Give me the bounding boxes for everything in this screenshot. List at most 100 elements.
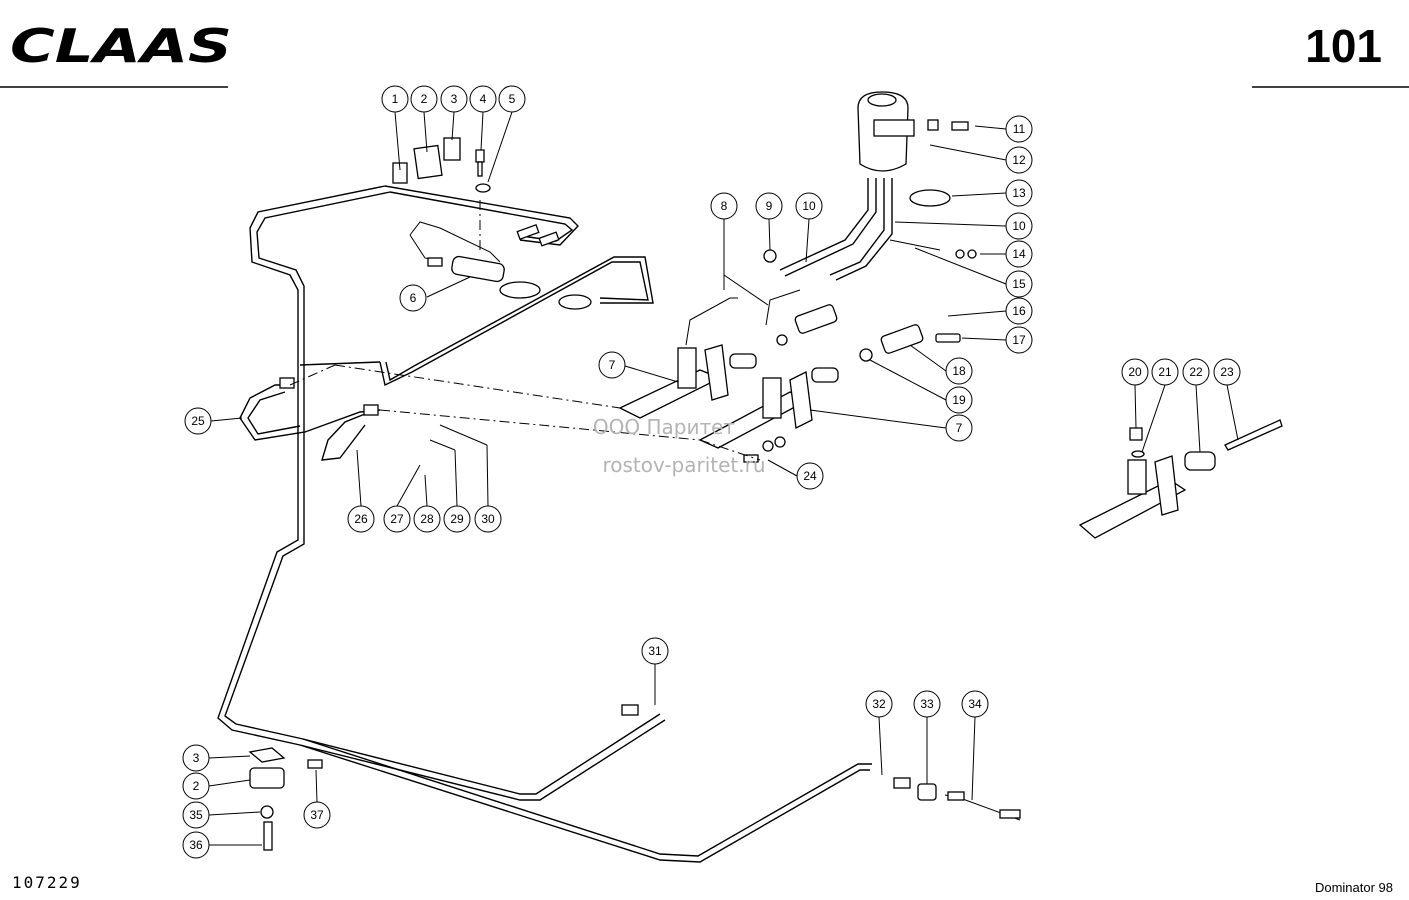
callout: 17: [961, 326, 1033, 354]
svg-text:34: 34: [968, 697, 982, 711]
callout: 13: [951, 179, 1033, 207]
claas-logo: CLAAS: [10, 19, 232, 73]
svg-text:21: 21: [1158, 365, 1172, 379]
svg-text:3: 3: [193, 751, 200, 765]
svg-text:22: 22: [1189, 365, 1203, 379]
callout: 6: [399, 276, 471, 312]
callout: 34: [961, 690, 989, 801]
callout: 2: [182, 772, 251, 800]
callout: 5: [487, 85, 526, 183]
svg-text:32: 32: [872, 697, 886, 711]
svg-text:17: 17: [1012, 333, 1026, 347]
svg-text:9: 9: [766, 199, 773, 213]
svg-text:20: 20: [1128, 365, 1142, 379]
svg-text:35: 35: [189, 808, 203, 822]
callout: 2: [410, 85, 438, 153]
callout: 7: [809, 409, 973, 442]
svg-text:11: 11: [1013, 122, 1026, 136]
svg-text:18: 18: [952, 364, 966, 378]
svg-text:33: 33: [920, 697, 934, 711]
pipe-loops: [239, 377, 381, 461]
svg-text:37: 37: [310, 808, 324, 822]
svg-text:24: 24: [803, 469, 817, 483]
svg-text:19: 19: [952, 393, 966, 407]
callout: 7: [598, 351, 679, 383]
callout: 32: [865, 690, 893, 776]
svg-text:30: 30: [481, 512, 495, 526]
model-name: Dominator 98: [1315, 880, 1393, 895]
svg-text:1: 1: [392, 92, 399, 106]
callout: 30: [439, 424, 502, 533]
svg-text:25: 25: [191, 414, 205, 428]
callout: 10: [894, 212, 1033, 240]
svg-text:12: 12: [1012, 153, 1026, 167]
callout: 25: [184, 407, 243, 435]
lower-parts: [248, 704, 1021, 851]
svg-text:10: 10: [802, 199, 816, 213]
callout: 18: [909, 344, 973, 385]
callout: 31: [641, 637, 669, 705]
callout: 22: [1182, 358, 1210, 453]
svg-text:13: 13: [1012, 186, 1026, 200]
page-number: 101: [1305, 20, 1382, 72]
callout: 24: [767, 459, 824, 490]
callout: 3: [182, 744, 251, 772]
watermark-url: rostov-paritet.ru: [602, 453, 765, 477]
clip-parts-top: [392, 137, 491, 193]
reservoir: [763, 91, 977, 281]
callout: 3: [440, 85, 468, 141]
callout: 14: [980, 240, 1033, 268]
watermark-company: ООО Паритет: [593, 415, 736, 439]
svg-text:4: 4: [480, 92, 487, 106]
callout: 20: [1121, 358, 1149, 429]
callout: 15: [914, 247, 1033, 298]
callout: 21: [1141, 358, 1179, 453]
callout: 36: [182, 831, 262, 859]
svg-text:31: 31: [648, 644, 662, 658]
callout: 19: [869, 359, 973, 414]
header: CLAAS 101: [0, 19, 1409, 88]
svg-text:29: 29: [450, 512, 464, 526]
callout: 29: [429, 439, 471, 533]
drawing-number: 107229: [12, 873, 82, 892]
callout: 33: [913, 690, 941, 784]
svg-text:3: 3: [451, 92, 458, 106]
svg-text:2: 2: [421, 92, 428, 106]
svg-text:5: 5: [509, 92, 516, 106]
callouts: 1 2 3 4 5 6 7: [182, 85, 1241, 859]
assembly-lines: [289, 200, 761, 461]
callout: 1: [381, 85, 409, 171]
brake-pipe-assembly: [217, 185, 872, 863]
callout: 27: [383, 464, 421, 533]
callout: 37: [303, 769, 331, 829]
callout: 10: [795, 192, 823, 263]
callout: 8: [710, 192, 769, 306]
callout: 26: [347, 449, 375, 533]
svg-text:8: 8: [721, 199, 728, 213]
svg-text:2: 2: [193, 779, 200, 793]
svg-text:7: 7: [956, 421, 963, 435]
master-cylinders: [618, 289, 961, 463]
svg-text:15: 15: [1012, 277, 1026, 291]
slave-cylinder: [1078, 419, 1283, 539]
svg-text:26: 26: [354, 512, 368, 526]
callout: 35: [182, 801, 261, 829]
callout: 23: [1213, 358, 1241, 441]
callout: 11: [974, 115, 1033, 143]
svg-text:10: 10: [1012, 219, 1026, 233]
svg-text:14: 14: [1012, 247, 1026, 261]
svg-text:6: 6: [410, 291, 417, 305]
svg-text:28: 28: [420, 512, 434, 526]
callout: 12: [929, 144, 1033, 174]
callout: 9: [755, 192, 783, 251]
callout: 4: [469, 85, 497, 151]
svg-text:27: 27: [390, 512, 404, 526]
footer: 107229 Dominator 98: [12, 873, 1393, 895]
callout: 16: [947, 297, 1033, 325]
svg-text:7: 7: [609, 358, 616, 372]
svg-text:16: 16: [1012, 304, 1026, 318]
svg-text:36: 36: [189, 838, 203, 852]
watermark: ООО Паритет rostov-paritet.ru: [593, 415, 766, 477]
svg-text:23: 23: [1220, 365, 1234, 379]
